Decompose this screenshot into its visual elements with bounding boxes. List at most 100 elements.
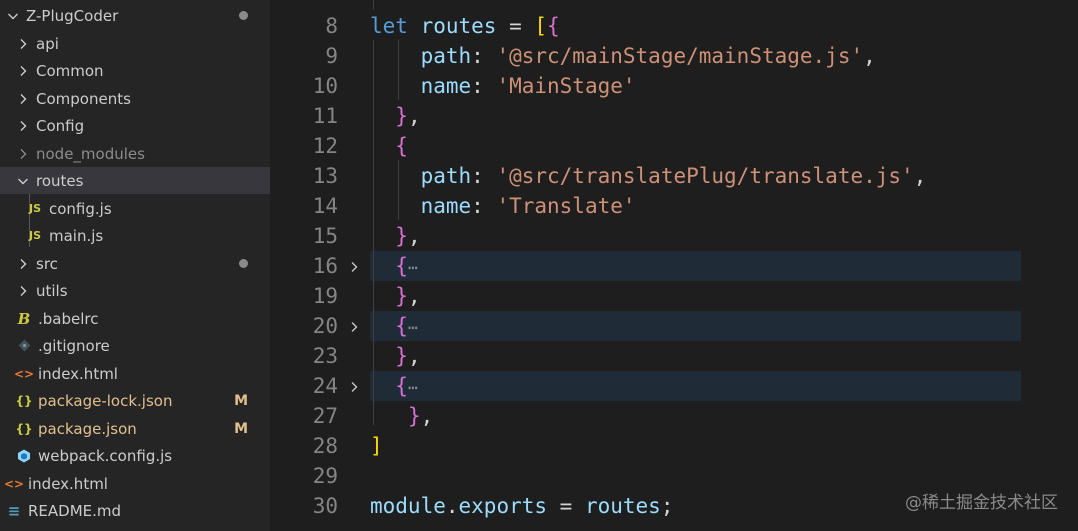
- chevron-right-icon: [16, 258, 30, 270]
- tree-file-gitignore[interactable]: .gitignore: [0, 332, 270, 359]
- git-file-icon: [14, 339, 34, 352]
- tree-item-label: index.html: [28, 474, 108, 493]
- code-line-15[interactable]: 15 },: [290, 221, 421, 251]
- folded-ellipsis[interactable]: ⋯: [407, 318, 418, 337]
- tree-file-main-js[interactable]: JS main.js: [0, 222, 270, 249]
- tree-item-label: routes: [36, 171, 84, 190]
- line-number: 28: [312, 434, 338, 458]
- tree-item-label: webpack.config.js: [38, 446, 173, 465]
- token-punct: ,: [407, 104, 421, 128]
- modified-dot: [239, 11, 248, 20]
- token-brace: {: [395, 314, 408, 338]
- tree-indent-guide: [29, 193, 30, 247]
- line-number: 14: [312, 194, 338, 218]
- token-brace: {: [547, 14, 560, 38]
- root-label: Z-PlugCoder: [26, 6, 119, 25]
- js-file-icon: JS: [28, 229, 41, 242]
- token-brace: }: [395, 284, 408, 308]
- tree-item-label: Components: [36, 89, 131, 108]
- code-line-19[interactable]: 19 },: [290, 281, 421, 311]
- token-brace: {: [395, 254, 408, 278]
- line-number: 11: [312, 104, 338, 128]
- tree-file-package-lock-json[interactable]: {} package-lock.json M: [0, 387, 270, 414]
- line-number: 10: [312, 74, 338, 98]
- code-line-20[interactable]: 20 {⋯: [290, 311, 418, 341]
- tree-item-label: README.md: [28, 501, 122, 520]
- line-number: 20: [312, 314, 338, 338]
- tree-file-package-json[interactable]: {} package.json M: [0, 415, 270, 442]
- token-brace: }: [395, 104, 408, 128]
- line-number: 23: [312, 344, 338, 368]
- modified-dot: [239, 259, 248, 268]
- code-line-13[interactable]: 13 path: '@src/translatePlug/translate.j…: [290, 161, 927, 191]
- indent-guide: [398, 40, 399, 100]
- readme-file-icon: ≡: [7, 501, 21, 520]
- token-property: path: [420, 44, 472, 68]
- line-number: 13: [312, 164, 338, 188]
- token-punct: ,: [407, 344, 421, 368]
- tree-file-webpack-config[interactable]: webpack.config.js: [0, 442, 270, 469]
- code-line-10[interactable]: 10 name: 'MainStage': [290, 71, 636, 101]
- token-keyword: let: [370, 14, 408, 38]
- code-line-24[interactable]: 24 {⋯: [290, 371, 418, 401]
- tree-file-index-html-root[interactable]: <> index.html: [0, 470, 270, 497]
- code-line-28[interactable]: 28]: [290, 431, 383, 461]
- html-file-icon: <>: [3, 476, 25, 491]
- tree-folder-components[interactable]: Components: [0, 85, 270, 112]
- indent-guide: [398, 160, 399, 220]
- chevron-down-icon: [16, 175, 30, 187]
- chevron-right-icon: [16, 38, 30, 50]
- fold-chevron-right-icon[interactable]: [338, 374, 370, 398]
- token-punct: ,: [407, 224, 421, 248]
- code-line-11[interactable]: 11 },: [290, 101, 421, 131]
- line-number: 29: [312, 464, 338, 488]
- tree-folder-routes[interactable]: routes: [0, 167, 270, 194]
- token-punct: ;: [660, 494, 674, 518]
- modified-badge: M: [234, 392, 248, 409]
- tree-folder-utils[interactable]: utils: [0, 277, 270, 304]
- chevron-down-icon: [6, 10, 20, 22]
- fold-chevron-right-icon[interactable]: [338, 254, 370, 278]
- code-line-16[interactable]: 16 {⋯: [290, 251, 418, 281]
- tree-item-label: node_modules: [36, 144, 145, 163]
- token-punct: ,: [863, 44, 876, 68]
- tree-file-readme[interactable]: ≡ README.md: [0, 497, 270, 524]
- token-operator: :: [471, 194, 497, 218]
- token-punct: .: [445, 494, 459, 518]
- tree-item-label: Config: [36, 116, 85, 135]
- line-number: 16: [312, 254, 338, 278]
- tree-item-label: package-lock.json: [38, 391, 173, 410]
- tree-folder-common[interactable]: Common: [0, 57, 270, 84]
- code-line-23[interactable]: 23 },: [290, 341, 421, 371]
- tree-item-label: index.html: [38, 364, 118, 383]
- code-line-14[interactable]: 14 name: 'Translate': [290, 191, 636, 221]
- folded-ellipsis[interactable]: ⋯: [407, 258, 418, 277]
- token-variable: module: [370, 494, 446, 518]
- code-line-9[interactable]: 9 path: '@src/mainStage/mainStage.js',: [290, 41, 876, 71]
- tree-file-index-html[interactable]: <> index.html: [0, 360, 270, 387]
- token-operator: :: [471, 74, 497, 98]
- explorer-sidebar: Z-PlugCoder api Common Components Config…: [0, 0, 270, 531]
- token-operator: =: [496, 14, 535, 38]
- fold-chevron-right-icon[interactable]: [338, 314, 370, 338]
- tree-file-babelrc[interactable]: B .babelrc: [0, 305, 270, 332]
- tree-item-label: .babelrc: [38, 309, 99, 328]
- tree-folder-src[interactable]: src: [0, 250, 270, 277]
- tree-folder-config[interactable]: Config: [0, 112, 270, 139]
- tree-folder-api[interactable]: api: [0, 30, 270, 57]
- tree-folder-node-modules[interactable]: node_modules: [0, 140, 270, 167]
- line-number: 12: [312, 134, 338, 158]
- tree-file-config-js[interactable]: JS config.js: [0, 195, 270, 222]
- code-line-29[interactable]: 29: [290, 461, 370, 491]
- folded-ellipsis[interactable]: ⋯: [407, 378, 418, 397]
- code-line-27[interactable]: 27 },: [290, 401, 434, 431]
- token-variable: routes: [584, 494, 661, 518]
- explorer-root[interactable]: Z-PlugCoder: [0, 2, 270, 29]
- tree-item-label: package.json: [38, 419, 137, 438]
- token-string: '@src/translatePlug/translate.js': [496, 164, 914, 188]
- code-line-12[interactable]: 12 {: [290, 131, 408, 161]
- tree-item-label: Common: [36, 61, 104, 80]
- babel-file-icon: B: [17, 309, 31, 328]
